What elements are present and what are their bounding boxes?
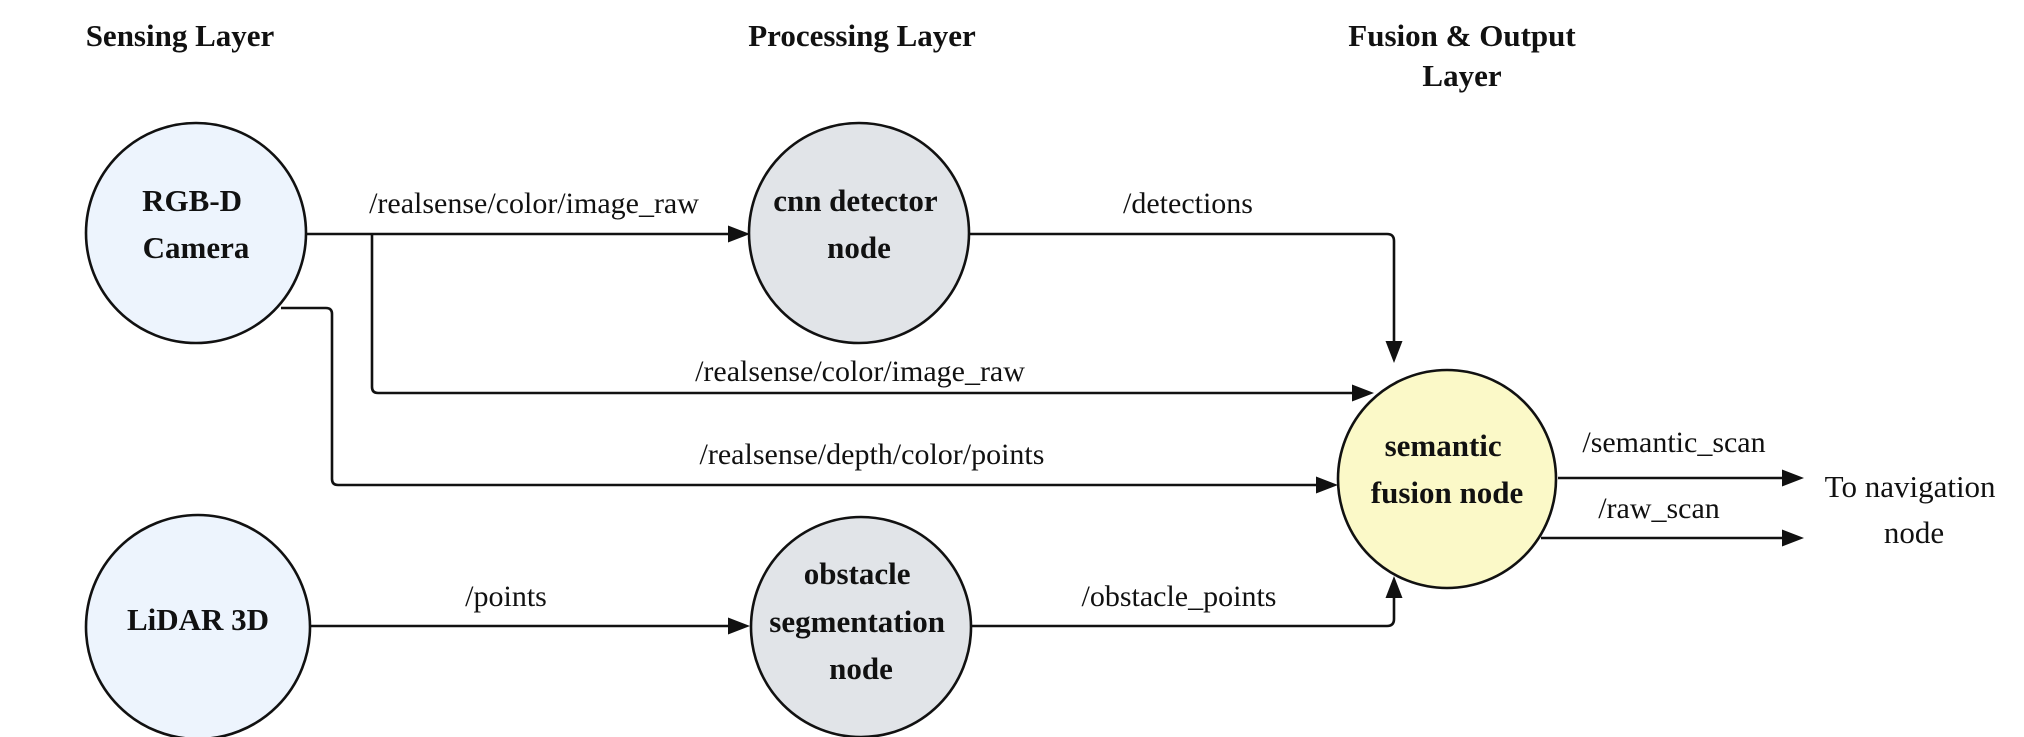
node-lidar-3d: LiDAR 3D bbox=[84, 513, 312, 737]
processor-circle bbox=[747, 121, 971, 345]
edge-label: /realsense/color/image_raw bbox=[695, 355, 1025, 388]
arrowhead bbox=[1316, 476, 1338, 494]
edge-label: /semantic_scan bbox=[1582, 426, 1765, 459]
node-obstacle-segmentation: obstacle segmentation node bbox=[749, 515, 973, 737]
edge-depth-to-fusion: /realsense/depth/color/points bbox=[281, 306, 1338, 494]
edge-rgb-to-fusion: /realsense/color/image_raw bbox=[370, 234, 1374, 402]
edges: /realsense/color/image_raw /realsense/co… bbox=[281, 187, 1804, 635]
edge-rgb-to-cnn: /realsense/color/image_raw bbox=[307, 187, 750, 243]
node-rgbd-camera: RGB-D Camera bbox=[84, 121, 308, 345]
edge-raw-scan: /raw_scan bbox=[1541, 492, 1804, 547]
node-label: RGB-D Camera bbox=[142, 183, 250, 265]
arrowhead bbox=[728, 617, 750, 635]
node-label: semantic fusion node bbox=[1371, 428, 1523, 510]
node-label: LiDAR 3D bbox=[127, 602, 269, 637]
edge-obstacle-points: /obstacle_points bbox=[971, 576, 1403, 628]
processor-circle bbox=[749, 515, 973, 737]
edge-label: /realsense/color/image_raw bbox=[369, 187, 699, 220]
layer-titles: Sensing Layer Processing Layer Fusion & … bbox=[86, 18, 1577, 93]
edge-label: /detections bbox=[1123, 187, 1253, 220]
output-label: To navigation node bbox=[1825, 469, 2004, 550]
edge-label: /points bbox=[465, 580, 547, 613]
arrowhead bbox=[1352, 384, 1374, 402]
node-label: cnn detector node bbox=[773, 183, 945, 265]
sensor-circle bbox=[84, 513, 312, 737]
layer-title-sensing: Sensing Layer bbox=[86, 18, 275, 53]
sensor-circle bbox=[84, 121, 308, 345]
arrowhead bbox=[728, 225, 750, 243]
fusion-circle bbox=[1336, 368, 1558, 590]
nodes: RGB-D Camera LiDAR 3D cnn detector node … bbox=[84, 121, 1558, 737]
layer-title-processing: Processing Layer bbox=[748, 18, 976, 53]
node-label: obstacle segmentation node bbox=[769, 556, 952, 686]
edge-detections: /detections bbox=[968, 187, 1403, 363]
arrowhead bbox=[1385, 341, 1403, 363]
node-semantic-fusion: semantic fusion node bbox=[1336, 368, 1558, 590]
arrowhead bbox=[1782, 469, 1804, 487]
edge-label: /obstacle_points bbox=[1082, 580, 1277, 613]
arrowhead bbox=[1385, 576, 1403, 598]
edge-label: /realsense/depth/color/points bbox=[700, 438, 1045, 471]
node-cnn-detector: cnn detector node bbox=[747, 121, 971, 345]
edge-points: /points bbox=[311, 580, 750, 635]
output-target: To navigation node bbox=[1825, 469, 2004, 550]
arrowhead bbox=[1782, 529, 1804, 547]
edge-label: /raw_scan bbox=[1598, 492, 1720, 525]
edge-semantic-scan: /semantic_scan bbox=[1558, 426, 1804, 487]
